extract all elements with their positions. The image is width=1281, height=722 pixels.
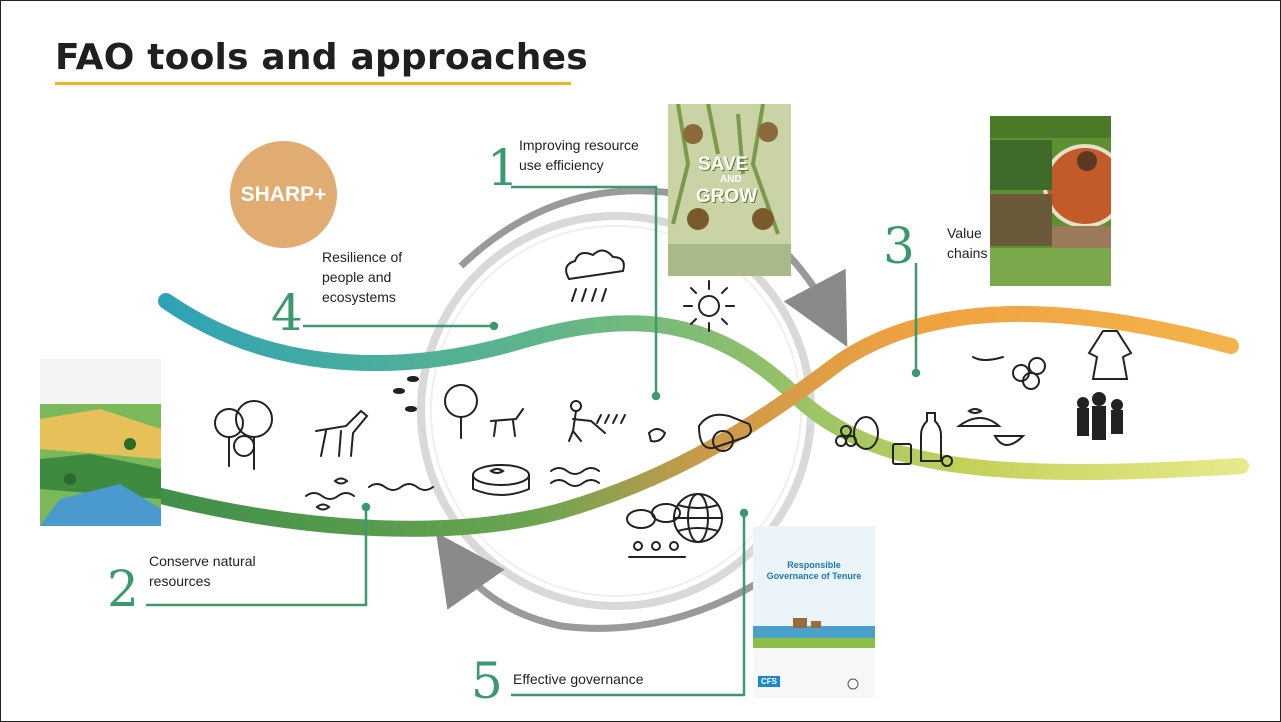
save-and-grow-title-2: AND bbox=[720, 174, 742, 185]
logs-icon bbox=[972, 356, 1046, 390]
cfs-badge: CFS bbox=[758, 676, 780, 687]
step-label-5-line1: Effective governance bbox=[513, 671, 644, 687]
step-label-2-line1: Conserve natural bbox=[149, 553, 256, 569]
cycle-arrow-bottom bbox=[435, 532, 794, 632]
goat-icon bbox=[490, 408, 524, 437]
family-icon bbox=[1077, 392, 1123, 440]
ribbon-bottom bbox=[153, 305, 1239, 537]
food-icon bbox=[955, 408, 1026, 446]
leader-line-5 bbox=[511, 513, 746, 697]
sun-icon bbox=[683, 280, 735, 332]
water-fish-icon bbox=[305, 477, 434, 511]
tenure-cover: Responsible Governance of Tenure CFS bbox=[753, 526, 875, 698]
rain-cloud-icon bbox=[565, 249, 625, 302]
step-label-1-line1: Improving resource bbox=[519, 137, 639, 153]
ribbon-top bbox=[158, 293, 1249, 480]
step-number-5: 5 bbox=[471, 652, 503, 710]
title-underline bbox=[55, 82, 571, 85]
tenure-cover-title-2: Governance of Tenure bbox=[766, 571, 862, 581]
chicken-icon bbox=[647, 428, 667, 443]
dairy-icon bbox=[892, 412, 953, 467]
tenure-cover-title-1: Responsible bbox=[787, 560, 841, 570]
leader-line-2 bbox=[146, 507, 368, 607]
step-label-4-line1: Resilience of bbox=[322, 249, 403, 265]
value-chains-cover bbox=[990, 116, 1111, 286]
step-label-3-line1: Value bbox=[947, 225, 982, 241]
tree-icon bbox=[444, 384, 478, 439]
meeting-icon bbox=[626, 503, 686, 558]
farmer-icon bbox=[568, 400, 626, 442]
step-label-4-line3: ecosystems bbox=[322, 289, 396, 305]
step-number-4: 4 bbox=[271, 284, 303, 342]
birds-icon bbox=[393, 376, 419, 412]
step-label-3-line2: chains bbox=[947, 245, 988, 261]
clothing-icon bbox=[1087, 330, 1133, 380]
step-label-1: Improving resource use efficiency bbox=[519, 135, 639, 175]
landscape-cover bbox=[40, 359, 161, 526]
step-number-2: 2 bbox=[107, 560, 139, 618]
waves-icon bbox=[550, 467, 600, 487]
globe-icon bbox=[673, 493, 723, 543]
save-and-grow-title-3: GROW bbox=[696, 186, 758, 207]
step-label-5: Effective governance bbox=[513, 669, 644, 689]
step-label-3: Value chains bbox=[947, 223, 987, 263]
step-label-2-line2: resources bbox=[149, 573, 211, 589]
fish-pond-icon bbox=[472, 464, 530, 496]
produce-icon bbox=[835, 416, 879, 450]
save-and-grow-title-1: SAVE bbox=[698, 154, 749, 175]
step-number-1: 1 bbox=[487, 139, 519, 197]
livestock-icon bbox=[697, 413, 752, 452]
step-label-1-line2: use efficiency bbox=[519, 157, 604, 173]
step-number-3: 3 bbox=[883, 217, 915, 275]
sharp-plus-logo: SHARP+ bbox=[230, 141, 337, 248]
deer-icon bbox=[315, 409, 369, 457]
step-label-4-line2: people and bbox=[322, 269, 392, 285]
trees-icon bbox=[214, 400, 273, 470]
leader-line-1 bbox=[511, 185, 658, 396]
step-label-4: Resilience of people and ecosystems bbox=[322, 247, 402, 307]
step-label-2: Conserve natural resources bbox=[149, 551, 256, 591]
save-and-grow-cover: SAVE AND GROW bbox=[668, 104, 791, 276]
page-title: FAO tools and approaches bbox=[55, 37, 588, 78]
